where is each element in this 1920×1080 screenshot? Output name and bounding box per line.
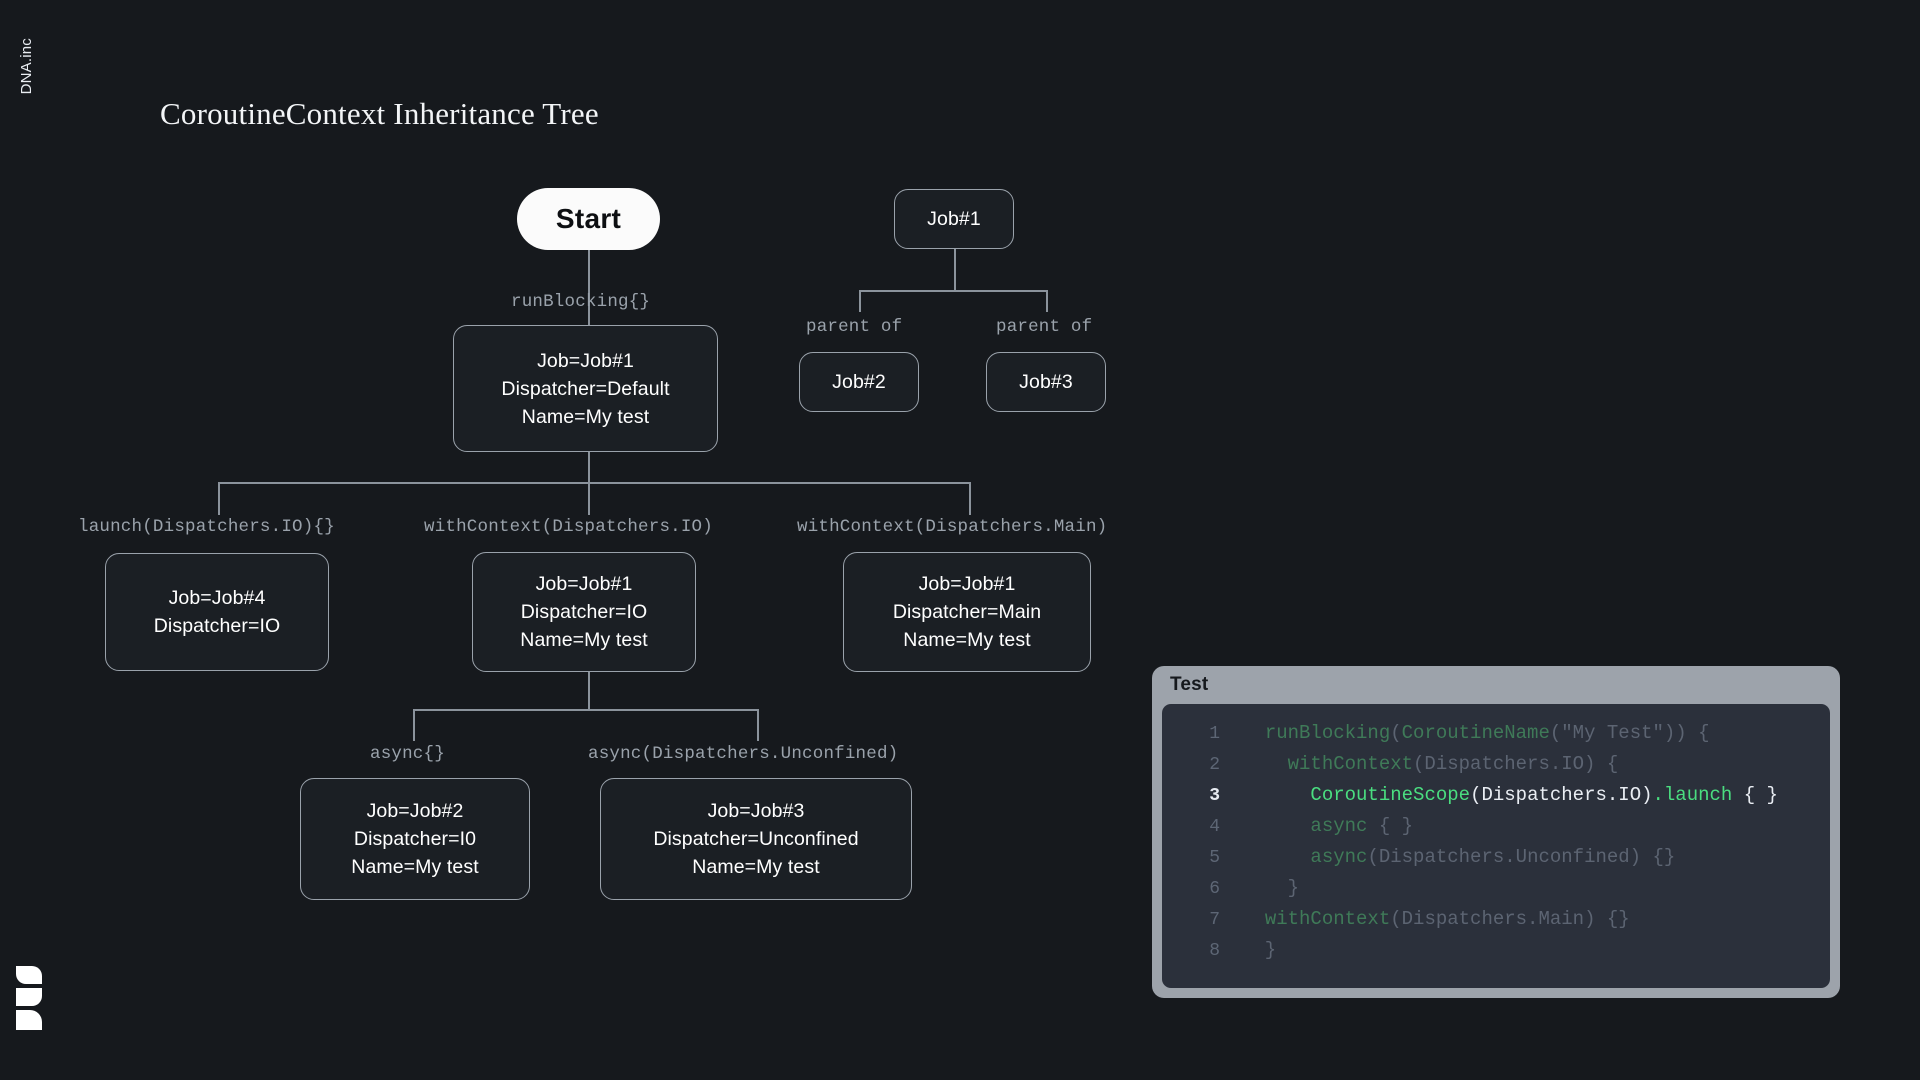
diagram-node-ctx_async_unc[interactable]: Job=Job#3 Dispatcher=Unconfined Name=My … — [600, 778, 912, 900]
diagram-node-start[interactable]: Start — [517, 188, 660, 250]
diagram-node-ctx_with_main[interactable]: Job=Job#1 Dispatcher=Main Name=My test — [843, 552, 1091, 672]
code-line-text-2: withContext(Dispatchers.IO) { — [1242, 749, 1830, 780]
edge-label-run-blocking: runBlocking{} — [511, 292, 651, 312]
code-panel[interactable]: Test 1 runBlocking(CoroutineName("My Tes… — [1152, 666, 1840, 998]
code-line-text-4: async { } — [1242, 811, 1830, 842]
code-token: { } — [1367, 815, 1414, 837]
code-line-text-8: } — [1242, 935, 1830, 966]
code-token: (Dispatchers.Main) {} — [1390, 908, 1630, 930]
diagram-node-job1[interactable]: Job#1 — [894, 189, 1014, 249]
diagram-node-job3[interactable]: Job#3 — [986, 352, 1106, 412]
code-token: CoroutineScope — [1310, 784, 1471, 806]
edge-root-to-withmain — [969, 482, 971, 515]
code-line-4[interactable]: 4 async { } — [1162, 811, 1830, 842]
code-line-text-3: CoroutineScope(Dispatchers.IO).launch { … — [1242, 780, 1830, 811]
edge-root-to-withio — [588, 482, 590, 515]
code-token: { } — [1732, 784, 1778, 806]
edge-label-parent-of-right: parent of — [996, 317, 1093, 337]
code-token: withContext — [1264, 908, 1391, 930]
code-token: CoroutineName — [1401, 722, 1550, 744]
code-line-number-1: 1 — [1209, 724, 1220, 744]
diagram-node-ctx_async[interactable]: Job=Job#2 Dispatcher=I0 Name=My test — [300, 778, 530, 900]
code-token: async — [1310, 815, 1368, 837]
code-line-number-2: 2 — [1209, 755, 1220, 775]
code-line-number-8: 8 — [1209, 941, 1220, 961]
brand-vertical-label: DNA.inc — [18, 38, 35, 95]
code-token: (Dispatchers.Unconfined) {} — [1367, 846, 1676, 868]
code-line-2[interactable]: 2 withContext(Dispatchers.IO) { — [1162, 749, 1830, 780]
edge-job1-trunk — [954, 249, 956, 290]
code-token: } — [1242, 939, 1277, 961]
edge-label-async-unconfined: async(Dispatchers.Unconfined) — [588, 744, 899, 764]
code-token: ( — [1390, 722, 1402, 744]
edge-label-launch-io: launch(Dispatchers.IO){} — [78, 517, 335, 537]
edge-label-parent-of-left: parent of — [806, 317, 903, 337]
diagram-node-ctx_with_io[interactable]: Job=Job#1 Dispatcher=IO Name=My test — [472, 552, 696, 672]
code-token: withContext — [1287, 753, 1414, 775]
edge-label-with-context-main: withContext(Dispatchers.Main) — [797, 517, 1108, 537]
code-line-8[interactable]: 8 } — [1162, 935, 1830, 966]
code-line-number-4: 4 — [1209, 817, 1220, 837]
code-line-number-7: 7 — [1209, 910, 1220, 930]
dna-logo-icon — [16, 966, 42, 1030]
edge-withio-bus — [413, 709, 757, 711]
code-line-text-6: } — [1242, 873, 1830, 904]
code-line-7[interactable]: 7 withContext(Dispatchers.Main) {} — [1162, 904, 1830, 935]
code-token: runBlocking — [1264, 722, 1391, 744]
edge-root-trunk — [588, 452, 590, 482]
edge-start-to-root — [588, 250, 590, 325]
code-line-5[interactable]: 5 async(Dispatchers.Unconfined) {} — [1162, 842, 1830, 873]
code-panel-title: Test — [1170, 674, 1209, 695]
code-editor-body[interactable]: 1 runBlocking(CoroutineName("My Test")) … — [1162, 704, 1830, 988]
code-token: async — [1310, 846, 1368, 868]
edge-job1-bus — [859, 290, 1047, 292]
code-token — [1242, 722, 1265, 744]
code-token — [1242, 784, 1310, 806]
edge-job1-to-job2 — [859, 290, 861, 312]
diagram-node-ctx_root[interactable]: Job=Job#1 Dispatcher=Default Name=My tes… — [453, 325, 718, 452]
code-line-text-1: runBlocking(CoroutineName("My Test")) { — [1242, 718, 1830, 749]
code-line-text-7: withContext(Dispatchers.Main) {} — [1242, 904, 1830, 935]
code-token: ("My Test")) { — [1549, 722, 1710, 744]
code-line-number-6: 6 — [1209, 879, 1220, 899]
code-token: (Dispatchers.IO) — [1470, 784, 1653, 806]
code-token — [1242, 753, 1288, 775]
edge-withio-to-asyncunc — [757, 709, 759, 741]
code-token: (Dispatchers.IO) { — [1413, 753, 1619, 775]
edge-label-async-plain: async{} — [370, 744, 445, 764]
edge-label-with-context-io: withContext(Dispatchers.IO) — [424, 517, 713, 537]
code-token — [1242, 908, 1265, 930]
edge-withio-trunk — [588, 672, 590, 709]
code-line-text-5: async(Dispatchers.Unconfined) {} — [1242, 842, 1830, 873]
code-line-number-5: 5 — [1209, 848, 1220, 868]
page-title: CoroutineContext Inheritance Tree — [160, 96, 599, 131]
code-line-1[interactable]: 1 runBlocking(CoroutineName("My Test")) … — [1162, 718, 1830, 749]
edge-root-to-launchio — [218, 482, 220, 515]
edge-root-bus — [218, 482, 970, 484]
diagram-node-ctx_launch_io[interactable]: Job=Job#4 Dispatcher=IO — [105, 553, 329, 671]
code-token: } — [1242, 877, 1300, 899]
edge-withio-to-async — [413, 709, 415, 741]
code-token: .launch — [1652, 784, 1733, 806]
edge-job1-to-job3 — [1046, 290, 1048, 312]
code-token — [1242, 846, 1310, 868]
code-token — [1242, 815, 1310, 837]
code-line-3[interactable]: 3 CoroutineScope(Dispatchers.IO).launch … — [1162, 780, 1830, 811]
code-line-6[interactable]: 6 } — [1162, 873, 1830, 904]
code-line-number-3: 3 — [1209, 786, 1220, 806]
diagram-node-job2[interactable]: Job#2 — [799, 352, 919, 412]
